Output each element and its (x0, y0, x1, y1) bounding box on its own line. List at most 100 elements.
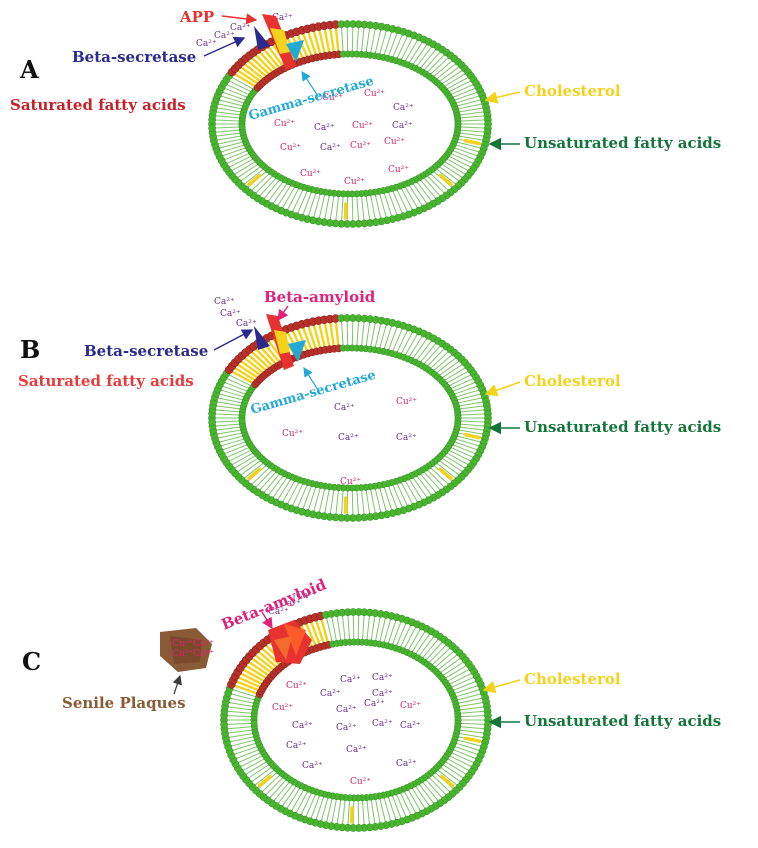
cholesterol-molecules (247, 432, 481, 514)
ca-ion: Ca²⁺ (334, 403, 355, 413)
intracellular-ions: Ca²⁺ Cu²⁺ Cu²⁺ Ca²⁺ Ca²⁺ Cu²⁺ (282, 397, 417, 487)
outside-ions: Ca²⁺ Ca²⁺ Ca²⁺ Ca²⁺ (196, 13, 293, 49)
ca-ion: Ca²⁺ (296, 591, 317, 601)
beta-amyloid-aggregate (268, 620, 312, 664)
lipid-heads (208, 314, 492, 522)
panel-a: A Cu²⁺ Cu²⁺ Ca²⁺ Cu²⁺ Ca²⁺ Cu²⁺ Ca²⁺ Cu²… (10, 8, 721, 228)
senile-plaques-label: Senile Plaques (62, 694, 186, 712)
ca-ion: Ca²⁺ (346, 745, 367, 755)
ca-ion: Ca²⁺ (292, 721, 313, 731)
ca-ion: Ca²⁺ (336, 705, 357, 715)
panel-letter-c: C (22, 647, 41, 676)
ca-ion: Ca²⁺ (214, 297, 235, 307)
cu-ion: Cu²⁺ (280, 143, 301, 153)
cu-ion: Cu²⁺ (396, 397, 417, 407)
phospholipid-head (208, 418, 216, 427)
panel-c: C Ca²⁺ Ca²⁺ Cu²⁺ Ca²⁺ Ca²⁺ Cu²⁺ Ca²⁺ Ca²… (22, 575, 721, 832)
cu-ion: Cu²⁺ (282, 429, 303, 439)
ca-ion: Ca²⁺ (314, 123, 335, 133)
ca-ion: Ca²⁺ (230, 23, 251, 33)
beta-secretase-protein (254, 326, 270, 350)
ca-ion: Ca²⁺ (400, 721, 421, 731)
cu-ion: Cu²⁺ (350, 141, 371, 151)
panel-letter-a: A (19, 55, 39, 84)
cholesterol-molecule (463, 432, 481, 440)
cholesterol-molecule (247, 467, 262, 481)
cu-ion: Cu²⁺ (286, 681, 307, 691)
ca-ion: Ca²⁺ (393, 103, 414, 113)
cu-ion: Cu²⁺ (400, 701, 421, 711)
lipid-heads (208, 20, 492, 228)
vesicle-membrane (208, 20, 492, 228)
ca-ion: Ca²⁺ (396, 759, 417, 769)
beta-secretase-protein (254, 26, 270, 50)
beta-secretase-label: Beta-secretase (72, 48, 196, 66)
cu-ion: Cu²⁺ (272, 703, 293, 713)
cholesterol-molecules (247, 138, 481, 220)
app-label: APP (179, 8, 214, 26)
ca-ion: Ca²⁺ (336, 723, 357, 733)
phospholipid-head (238, 123, 246, 131)
ca-ion: Ca²⁺ (396, 433, 417, 443)
cholesterol-molecule (440, 774, 455, 788)
ca-ion: Ca²⁺ (196, 39, 217, 49)
phospholipid-head (250, 719, 258, 727)
phospholipid-head (220, 720, 228, 729)
saturated-fatty-acids-label: Saturated fatty acids (10, 96, 186, 114)
ca-ion: Ca²⁺ (268, 607, 289, 617)
cu-ion: Cu²⁺ (300, 169, 321, 179)
ca-ion: Ca²⁺ (372, 689, 393, 699)
panel-b: B Ca²⁺ Cu²⁺ Cu²⁺ Ca²⁺ Ca²⁺ Cu²⁺ Ca²⁺ Ca²… (18, 288, 721, 522)
cu-ion: Cu²⁺ (344, 177, 365, 187)
cholesterol-molecule (247, 173, 262, 187)
cholesterol-label: Cholesterol (524, 372, 621, 390)
intracellular-ions: Cu²⁺ Cu²⁺ Ca²⁺ Cu²⁺ Ca²⁺ Cu²⁺ Ca²⁺ Cu²⁺ … (274, 89, 414, 187)
ca-ion: Ca²⁺ (372, 673, 393, 683)
svg-text:Cu²⁺Cu²⁺: Cu²⁺Cu²⁺ (172, 649, 214, 659)
saturated-fatty-acids-label: Saturated fatty acids (18, 372, 194, 390)
cu-ion: Cu²⁺ (274, 119, 295, 129)
cholesterol-molecule (438, 467, 453, 481)
beta-secretase-label: Beta-secretase (84, 342, 208, 360)
ca-ion: Ca²⁺ (220, 309, 241, 319)
ca-ion: Ca²⁺ (286, 741, 307, 751)
ca-ion: Ca²⁺ (372, 719, 393, 729)
unsaturated-fatty-acids-label: Unsaturated fatty acids (524, 134, 721, 152)
ca-ion: Ca²⁺ (338, 433, 359, 443)
cholesterol-molecule (257, 774, 272, 788)
panel-letter-b: B (20, 335, 40, 364)
cholesterol-molecule (463, 736, 481, 743)
svg-text:Cu²⁺Cu²⁺: Cu²⁺Cu²⁺ (172, 639, 214, 649)
app-protein (262, 14, 296, 70)
gamma-secretase-protein (286, 40, 304, 62)
cholesterol-label: Cholesterol (524, 670, 621, 688)
beta-amyloid-protein (266, 314, 294, 370)
ca-ion: Ca²⁺ (392, 121, 413, 131)
unsaturated-fatty-acids-label: Unsaturated fatty acids (524, 712, 721, 730)
ca-ion: Ca²⁺ (320, 689, 341, 699)
cholesterol-molecule (438, 173, 453, 187)
ca-ion: Ca²⁺ (302, 761, 323, 771)
vesicle-membrane (220, 608, 492, 832)
vesicle-membrane (208, 314, 492, 522)
cu-ion: Cu²⁺ (352, 121, 373, 131)
lipid-heads (220, 608, 492, 832)
beta-amyloid-label: Beta-amyloid (264, 288, 376, 306)
ca-ion: Ca²⁺ (214, 31, 235, 41)
cholesterol-molecules (257, 736, 481, 824)
cholesterol-molecule (463, 138, 481, 146)
outside-ions: Ca²⁺ Ca²⁺ Ca²⁺ (268, 591, 317, 617)
phospholipid-head (238, 417, 246, 425)
cu-ion: Cu²⁺ (322, 93, 343, 103)
unsaturated-fatty-acids-label: Unsaturated fatty acids (524, 418, 721, 436)
outside-ions: Ca²⁺ Ca²⁺ Ca²⁺ (214, 297, 257, 329)
gamma-secretase-protein (288, 340, 306, 362)
ca-ion: Ca²⁺ (272, 13, 293, 23)
cu-ion: Cu²⁺ (350, 777, 371, 787)
intracellular-ions: Ca²⁺ Ca²⁺ Cu²⁺ Ca²⁺ Ca²⁺ Cu²⁺ Ca²⁺ Ca²⁺ … (272, 673, 421, 787)
ca-ion: Ca²⁺ (364, 699, 385, 709)
senile-plaques: Cu²⁺Cu²⁺ Cu²⁺Cu²⁺ (160, 628, 214, 672)
ca-ion: Ca²⁺ (320, 143, 341, 153)
ca-ion: Ca²⁺ (340, 675, 361, 685)
